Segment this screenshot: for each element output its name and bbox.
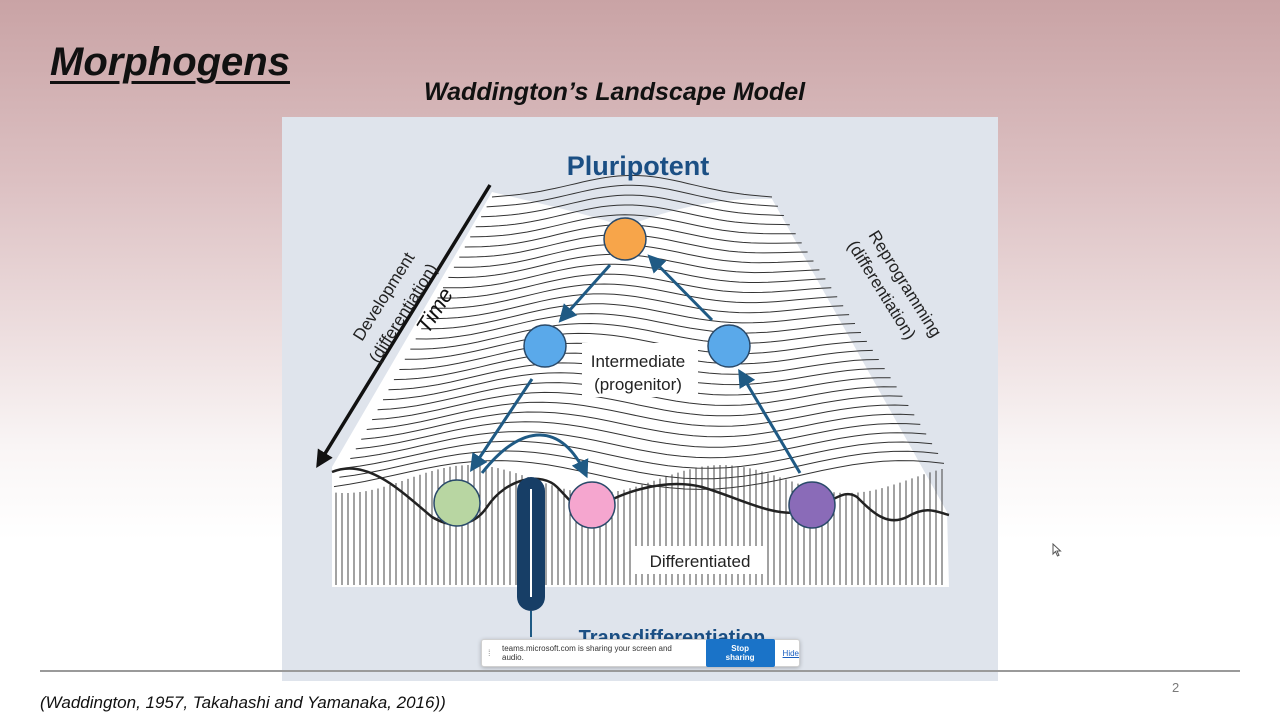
contour-line [339,450,939,480]
contour-line [421,303,850,330]
arrow-green-to-pink [480,433,589,479]
contour-line [491,174,773,198]
contour-line [410,322,862,350]
intermediate-cell-right [707,324,751,368]
arrow-right-to-pluri [647,254,714,322]
contour-line [366,401,909,430]
contour-line [481,194,784,218]
contour-line [442,263,826,289]
slide-title: Morphogens [50,40,290,84]
intermediate-cell-left [523,324,567,368]
footer-divider [40,670,1240,672]
arrow-left-to-green [470,378,534,472]
contour-line [372,391,903,421]
hide-link[interactable]: Hide [782,648,799,658]
arrow-pluri-to-left [558,264,612,323]
differentiated-cell-pink [568,481,616,529]
arrow-purple-to-right [738,368,802,474]
page-number: 2 [1172,680,1180,695]
landscape-contour-lines [333,174,945,490]
pluripotent-label: Pluripotent [567,151,710,181]
contour-line [432,283,838,309]
time-arrow [316,184,492,468]
pluripotent-cell [603,217,647,261]
contour-line [426,293,844,320]
contour-line [486,184,778,208]
waddington-landscape-figure: Pluripotent Time Development (differenti… [282,117,998,681]
contour-line [470,214,796,238]
drag-handle-icon[interactable]: ⁞ [488,648,491,658]
differentiated-label: Differentiated [650,552,751,571]
share-message: teams.microsoft.com is sharing your scre… [502,644,672,662]
stop-sharing-button[interactable]: Stop sharing [705,639,775,667]
contour-line [404,332,867,360]
contour-line [355,421,921,450]
contour-line [475,204,790,228]
contour-line [437,273,832,299]
contour-line [361,411,915,440]
differentiated-cell-green [433,479,481,527]
contour-line [333,460,945,490]
mouse-cursor-icon [1052,543,1062,557]
slide-subtitle: Waddington’s Landscape Model [424,78,806,106]
contour-line [415,313,856,340]
contour-line [344,440,933,469]
contour-line [350,430,927,459]
differentiated-cell-purple [788,481,836,529]
citation: (Waddington, 1957, Takahashi and Yamanak… [40,693,446,712]
progenitor-label: (progenitor) [594,375,682,394]
intermediate-label: Intermediate [591,352,686,371]
screen-share-bar: ⁞ teams.microsoft.com is sharing your sc… [481,639,800,667]
